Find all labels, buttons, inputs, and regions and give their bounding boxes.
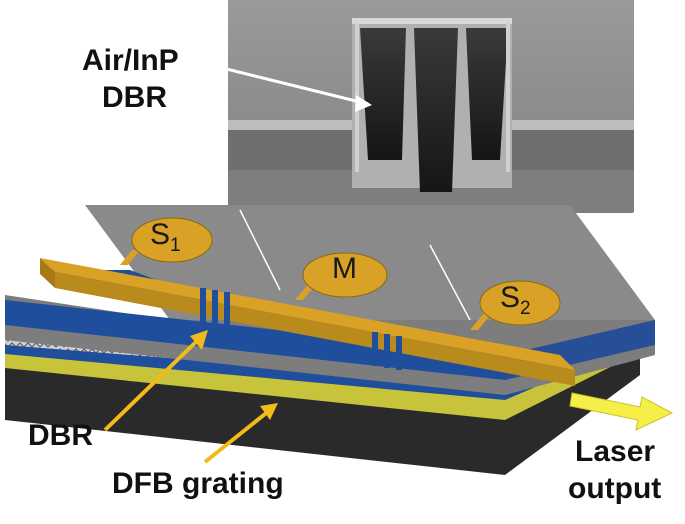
pad-s1-letter: S bbox=[150, 218, 171, 251]
dbr-label: DBR bbox=[28, 419, 93, 452]
pad-s2-sub: 2 bbox=[520, 298, 531, 319]
pad-m bbox=[295, 252, 388, 300]
pad-m-label: M bbox=[332, 252, 357, 286]
laser-label-2: output bbox=[568, 472, 662, 505]
divider bbox=[239, 209, 281, 291]
laser-label-1: Laser bbox=[575, 435, 656, 468]
pad-s2-label: S2 bbox=[500, 281, 531, 320]
dfb-arrow-icon bbox=[203, 403, 278, 464]
ridge-waveguide bbox=[40, 258, 575, 386]
pad-s1-label: S1 bbox=[150, 218, 181, 257]
pad-s1 bbox=[120, 217, 213, 265]
output-arrow-icon bbox=[569, 392, 674, 431]
air-inp-label-2: DBR bbox=[102, 81, 167, 114]
sem-image bbox=[228, 0, 634, 213]
dfb-grating-label: DFB grating bbox=[112, 467, 284, 500]
pointer-arrow bbox=[169, 53, 372, 112]
air-inp-label-1: Air/InP bbox=[82, 44, 179, 77]
blue-wall-front bbox=[5, 300, 505, 380]
pad-s1-sub: 1 bbox=[170, 235, 181, 256]
dbr-arrow-icon bbox=[103, 330, 208, 432]
dbr-slots-right bbox=[372, 332, 402, 370]
dbr-slots-left bbox=[200, 288, 230, 326]
pad-s2-letter: S bbox=[500, 281, 521, 314]
divider bbox=[429, 244, 471, 321]
pad-m-letter: M bbox=[332, 252, 357, 285]
pad-s2 bbox=[470, 280, 561, 330]
